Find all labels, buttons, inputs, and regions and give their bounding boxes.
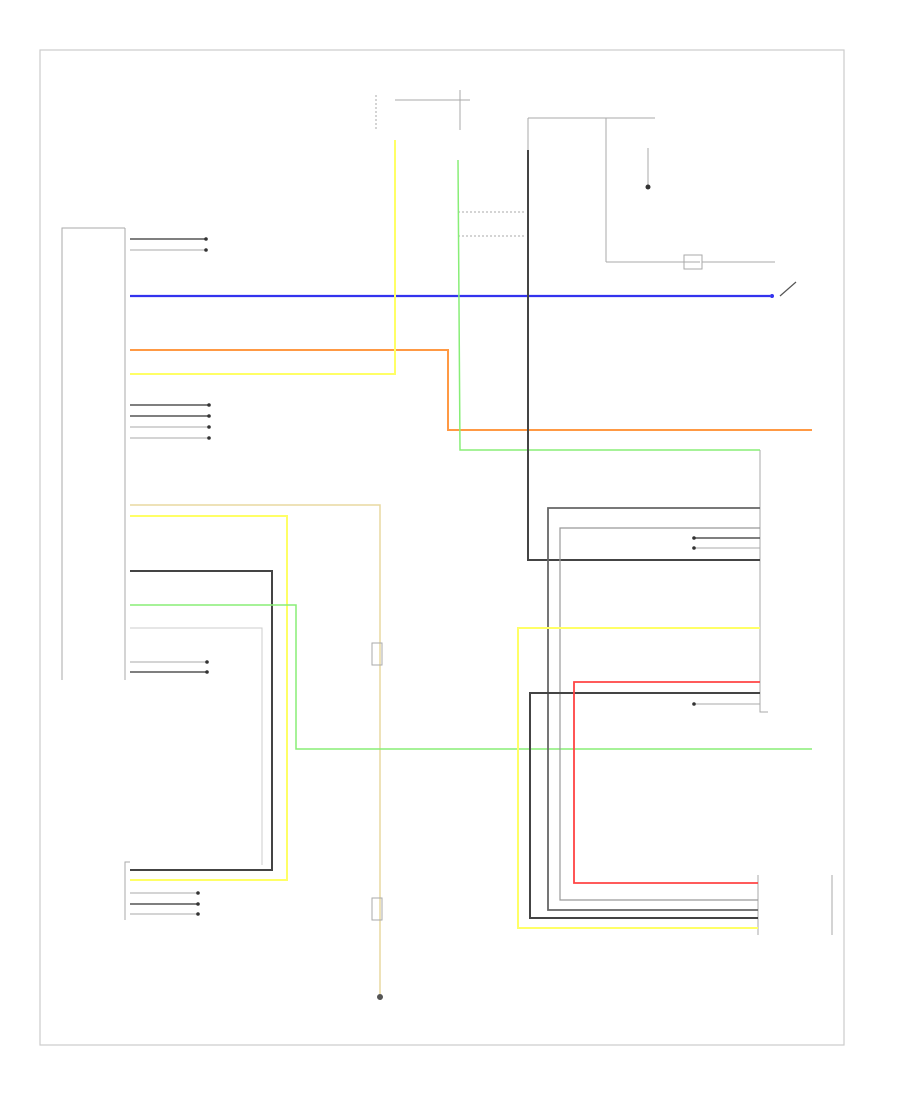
- wire-red: [573, 681, 760, 884]
- wire-yellow-right: [517, 627, 760, 929]
- wire-gray-mid: [130, 627, 263, 865]
- left-sub-connectors: [130, 237, 760, 916]
- stub-dot-14: [692, 702, 696, 706]
- stub-dot-8: [205, 670, 209, 674]
- wires: [130, 140, 812, 1000]
- stub-dot-2: [204, 248, 208, 252]
- stub-dot-9: [196, 891, 200, 895]
- wire-tan: [130, 504, 381, 995]
- ground-point-bottom: [377, 994, 383, 1000]
- stub-dot-7: [205, 660, 209, 664]
- ground-point-top: [645, 184, 651, 190]
- wire-black-mid: [130, 570, 273, 871]
- stub-dot-4: [207, 414, 211, 418]
- switch-contact: [770, 294, 774, 298]
- wire-green-top: [457, 159, 760, 451]
- wire-black-right-c: [529, 692, 760, 919]
- top-fuse-area: [375, 90, 775, 270]
- stub-dot-1: [204, 237, 208, 241]
- right-module-lower: [757, 875, 833, 935]
- left-module-outline: [61, 227, 125, 680]
- right-module-upper-outline: [759, 450, 768, 713]
- stub-dot-12: [692, 536, 696, 540]
- diagram-frame: [39, 49, 845, 1046]
- wire-green-mid: [130, 604, 812, 750]
- wire-black-top: [527, 150, 760, 561]
- stub-dot-13: [692, 546, 696, 550]
- wire-gray-right-b: [559, 527, 760, 901]
- stub-dot-5: [207, 425, 211, 429]
- front-module-outline: [124, 861, 130, 920]
- wire-yellow-top: [130, 140, 396, 375]
- stub-dot-3: [207, 403, 211, 407]
- stub-dot-6: [207, 436, 211, 440]
- inline-device-mid: [371, 642, 383, 666]
- right-module-upper: [759, 450, 768, 713]
- front-module: [124, 861, 130, 920]
- switch-blade: [779, 281, 797, 297]
- stub-dot-11: [196, 912, 200, 916]
- stub-dot-10: [196, 902, 200, 906]
- inline-device-low: [371, 897, 383, 921]
- wire-yellow-mid: [130, 515, 288, 881]
- left-module: [61, 227, 126, 680]
- wire-black-right-a: [547, 507, 760, 911]
- wire-orange: [130, 349, 812, 431]
